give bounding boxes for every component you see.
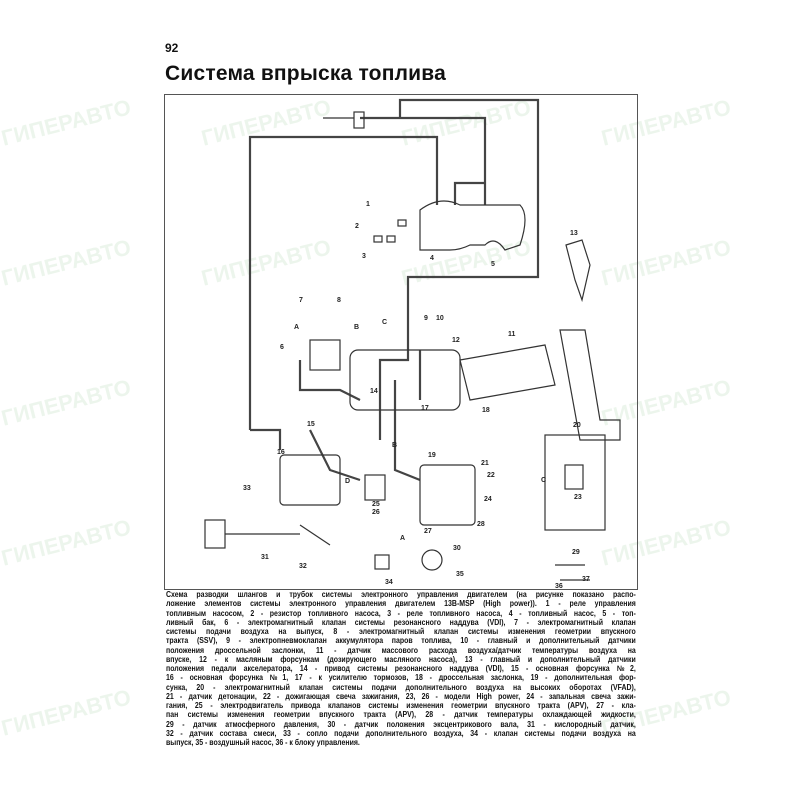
hose-lines [248,98,540,482]
callout: A [400,535,405,542]
diagram-frame [164,94,638,590]
caption-line: 16 - основная форсунка №1, 17 - к усилит… [166,673,636,683]
air-pump [421,549,443,571]
callout: 20 [573,422,581,429]
caption-line: 21 - датчик детонации, 22 - дожигающая с… [166,691,636,701]
caption-line: системы подачи воздуха на выпуск, 8 - эл… [166,627,636,636]
callout: 6 [280,344,284,351]
figure-caption: Схема разводки шлангов и трубок системы … [166,590,636,747]
caption-line: 32 - датчик состава смеси, 33 - сопло по… [166,728,636,738]
caption-line: впуске, 12 - к масляным форсункам (дозир… [166,654,636,664]
caption-line: тракта (SSV), 9 - электропневмоклапан ак… [166,636,636,646]
callout: 23 [574,494,582,501]
callout: 1 [366,201,370,208]
caption-line: пан системы изменения геометрии впускног… [166,710,636,720]
callout: B [392,442,397,449]
callout: 9 [424,315,428,322]
vfad-inset [544,434,606,531]
caption-line: положения дроссельной заслонки, 11 - дат… [166,645,636,655]
callout: 27 [424,528,432,535]
diagram-callouts: 1 2 3 4 5 6 7 8 9 10 11 12 13 14 15 16 1… [243,201,590,590]
callout: 34 [385,579,393,586]
callout: 28 [477,521,485,528]
callout: 11 [508,331,516,338]
callout: 24 [484,496,492,503]
caption-line: положения педали акселератора, 14 - прив… [166,664,636,673]
air-flow-meter [459,344,556,401]
callout: 36 [555,583,563,590]
callout: 13 [570,230,578,237]
callout: 18 [482,407,490,414]
page-number: 92 [165,41,179,55]
air-valve [374,554,390,570]
callout: 26 [372,509,380,516]
callout: 30 [453,545,461,552]
callout: 32 [299,563,307,570]
callout: 22 [487,472,495,479]
caption-line: сунка, 20 - электромагнитный клапан сист… [166,682,636,692]
callout: 10 [436,315,444,322]
caption-line: ливный бак, 6 - электромагнитный клапан … [166,617,636,627]
callout: 15 [307,421,315,428]
caption-line: гания, 25 - электродвигатель привода кла… [166,701,636,710]
caption-line: 29 - датчик атмосферного давления, 30 - … [166,719,636,729]
callout: 29 [572,549,580,556]
callout: 33 [243,485,251,492]
callout: 4 [430,255,434,262]
callout: 16 [277,449,285,456]
callout: D [345,478,350,485]
callout: B [354,324,359,331]
callout: 12 [452,337,460,344]
callout: 8 [337,297,341,304]
callout: 3 [362,253,366,260]
canister [353,111,365,129]
engine-left [279,454,341,506]
accelerator-pedal [565,239,591,303]
callout: 37 [582,576,590,583]
engine-right [419,464,476,526]
exhaust-silencer [204,519,226,549]
callout: 35 [456,571,464,578]
solenoid-valves [309,339,341,371]
callout: C [541,477,546,484]
components [204,111,621,581]
air-cleaner [559,329,621,441]
callout: 7 [299,297,303,304]
callout: 19 [428,452,436,459]
callout: C [382,319,387,326]
caption-line: топливным насосом, 2 - резистор топливно… [166,608,636,618]
callout: 5 [491,261,495,268]
caption-line: выпуск, 35 - воздушный насос, 36 - к бло… [166,738,360,747]
callout: 2 [355,223,359,230]
callout: 14 [370,388,378,395]
caption-line: Схема разводки шлангов и трубок системы … [166,590,636,599]
callout: 17 [421,405,429,412]
callout: 31 [261,554,269,561]
callout: A [294,324,299,331]
page-title: Система впрыска топлива [165,62,446,85]
caption-line: ложение элементов системы электронного у… [166,599,636,609]
fuel-tank [419,200,526,251]
callout: 25 [372,501,380,508]
callout: 21 [481,460,489,467]
intake-manifold [349,349,461,411]
